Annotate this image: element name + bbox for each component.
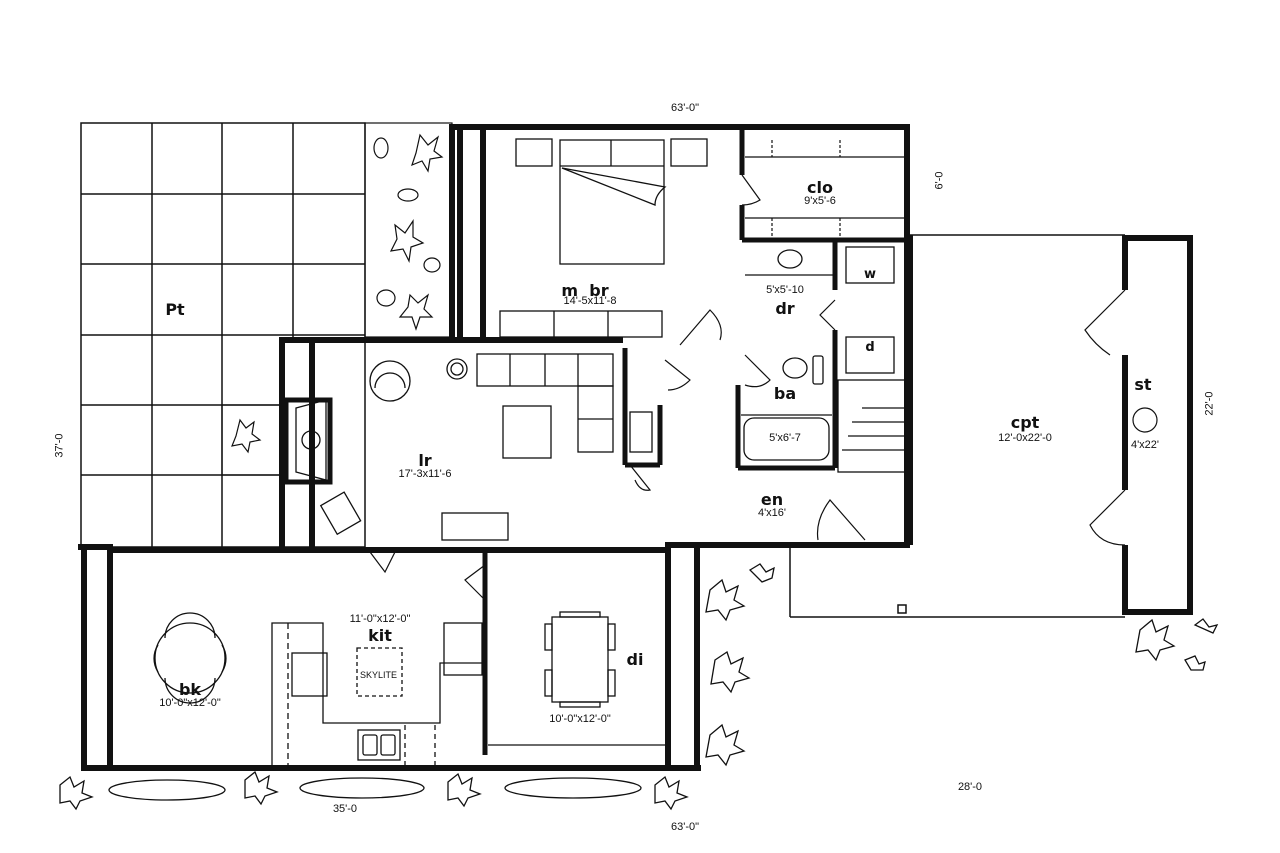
storage-walls <box>907 235 1193 615</box>
dimension-carport-run: 28'-0 <box>957 781 983 793</box>
dimension-bottom-width: 63'-0" <box>670 821 700 833</box>
dimension-front-run: 35'-0 <box>332 803 358 815</box>
room-label-living-room: lr <box>418 451 432 470</box>
room-size-closet: 9'x5'-6 <box>804 195 836 207</box>
room-size-carport: 12'-0x22'-0 <box>998 432 1052 444</box>
door-swings <box>369 174 1126 601</box>
room-label-bath: ba <box>773 384 797 403</box>
skylight-label: SKYLITE <box>360 670 398 680</box>
kitchen-counters <box>271 622 483 768</box>
dimension-carport-depth: 22'-0 <box>1203 391 1216 416</box>
room-label-carport: cpt <box>1010 413 1040 432</box>
room-label-entry: en <box>760 490 784 509</box>
dimension-top-width: 63'-0" <box>670 102 700 114</box>
room-size-storage: 4'x22' <box>1130 439 1160 451</box>
interior-walls <box>482 130 905 755</box>
dining-table <box>488 611 665 746</box>
room-size-entry: 4'x16' <box>757 507 787 519</box>
breakfast-table <box>153 612 227 704</box>
appliance-dryer: d <box>865 340 875 355</box>
laundry-fixtures <box>745 246 906 473</box>
room-size-master-bedroom: 14'-5x11'-8 <box>563 295 617 307</box>
room-label-dining: di <box>626 650 644 669</box>
room-label-kitchen: kit <box>368 626 392 645</box>
room-size-kitchen: 11'-0"x12'-0" <box>349 613 411 625</box>
room-size-dressing: 5'x5'-10 <box>766 284 804 296</box>
room-label-closet: clo <box>807 178 833 197</box>
bed <box>499 138 708 338</box>
room-size-breakfast: 10'-0"x12'-0" <box>159 697 221 709</box>
water-heater <box>1132 407 1158 433</box>
exterior-walls <box>78 124 910 771</box>
room-label-master-bedroom: m br <box>561 281 609 300</box>
bath-fixtures <box>741 355 832 461</box>
carport-outline <box>789 234 1125 618</box>
dimension-wing-depth: 6'-0 <box>933 171 946 190</box>
appliance-washer: w <box>863 267 876 282</box>
room-size-living-room: 17'-3x11'-6 <box>398 468 452 480</box>
closet-shelving <box>745 140 905 236</box>
planter-bed <box>221 122 453 476</box>
dimension-left-depth: 37'-0 <box>53 433 66 458</box>
room-label-storage: st <box>1134 375 1152 394</box>
landscaping <box>59 563 1219 811</box>
tub-size-bath: 5'x6'-7 <box>769 432 801 444</box>
room-label-breakfast: bk <box>178 680 202 699</box>
room-label-dressing: dr <box>775 299 795 318</box>
living-room-furniture <box>283 353 653 541</box>
room-label-patio: Pt <box>165 300 185 319</box>
room-size-dining: 10'-0"x12'-0" <box>549 713 611 725</box>
